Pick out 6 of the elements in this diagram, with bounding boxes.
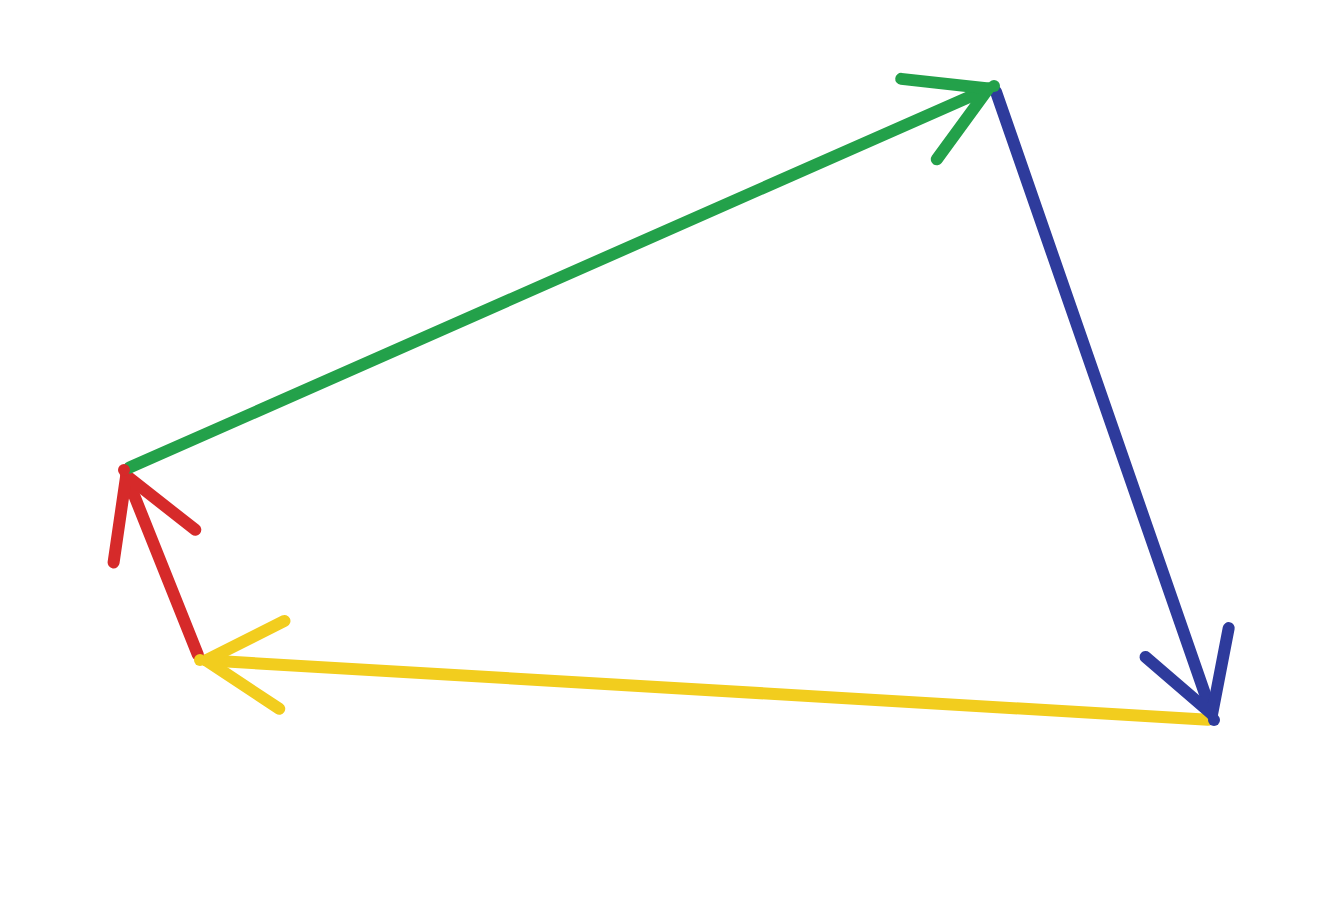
arrow	[200, 614, 1214, 726]
arrow	[123, 72, 995, 474]
arrow	[989, 85, 1235, 721]
vertex-point	[988, 80, 1000, 92]
vertex-point	[118, 464, 130, 476]
arrow	[107, 469, 204, 661]
